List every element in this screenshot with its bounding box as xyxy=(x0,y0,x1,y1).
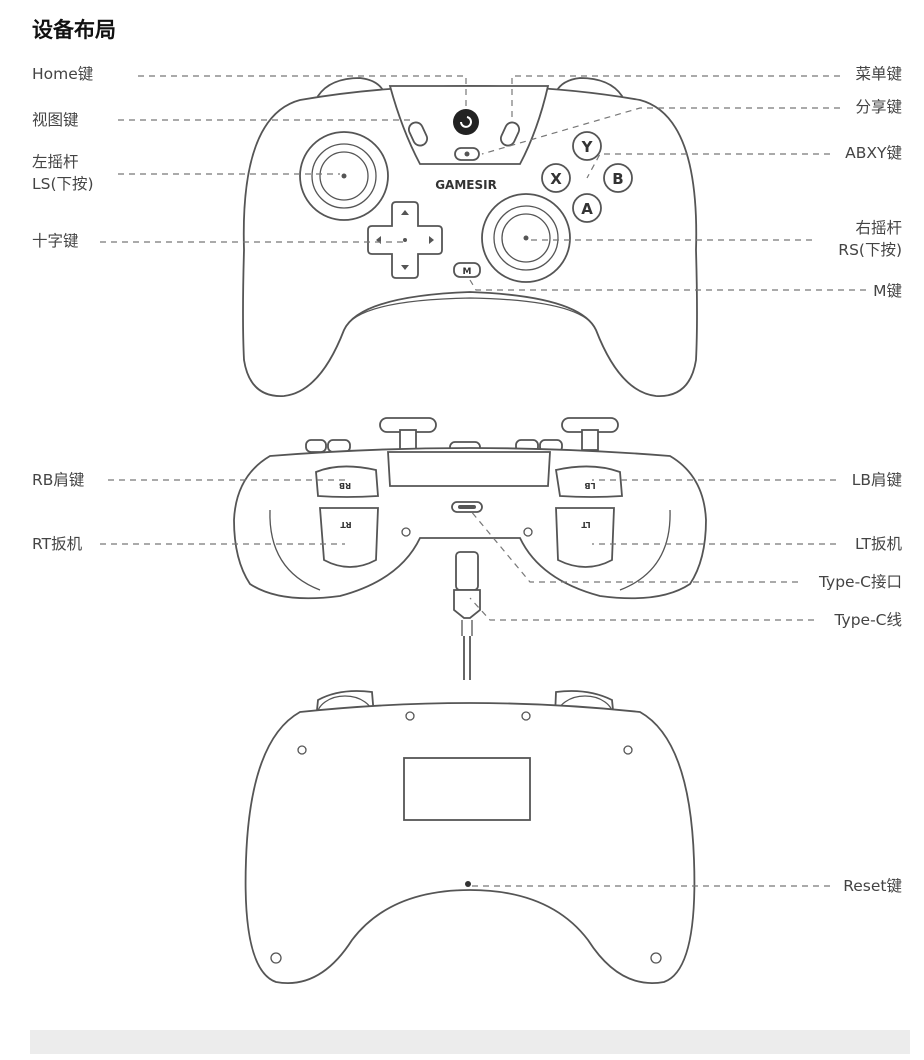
lt-trigger xyxy=(555,507,615,568)
rt-trigger xyxy=(319,507,379,568)
controller-body-back xyxy=(244,702,696,984)
label-right-stick-line1: 右摇杆 xyxy=(855,219,902,237)
label-m-button: M键 xyxy=(873,282,902,300)
page-title: 设备布局 xyxy=(32,18,116,42)
controller-top-view: RB LB RT LT xyxy=(233,417,707,680)
label-rb-button: RB肩键 xyxy=(32,471,85,489)
typec-connector xyxy=(455,551,479,591)
label-rt-trigger: RT扳机 xyxy=(32,535,83,553)
label-left-stick-line1: 左摇杆 xyxy=(32,153,79,171)
m-button xyxy=(453,262,481,278)
controller-front-view: GAMESIR M Y X B A xyxy=(242,77,698,397)
reset-button xyxy=(465,881,471,887)
label-left-stick-line2: LS(下按) xyxy=(32,175,94,193)
label-panel xyxy=(403,757,531,821)
label-reset-button: Reset键 xyxy=(843,877,902,895)
x-button-label: X xyxy=(550,170,562,188)
left-stick-center xyxy=(341,173,347,179)
view-button xyxy=(407,121,429,147)
controller-back-view xyxy=(244,690,696,984)
label-share-button: 分享键 xyxy=(855,98,902,116)
menu-button xyxy=(499,121,521,147)
lt-trigger-label: LT xyxy=(581,520,591,529)
rb-button xyxy=(315,465,379,498)
label-abxy-buttons: ABXY键 xyxy=(845,144,902,162)
label-dpad: 十字键 xyxy=(32,232,79,250)
rt-trigger-label: RT xyxy=(340,520,352,529)
label-typec-port: Type-C接口 xyxy=(818,573,902,591)
lb-button xyxy=(554,465,623,498)
typec-cable xyxy=(463,636,471,680)
bottom-bar xyxy=(30,1030,910,1054)
y-button xyxy=(572,131,602,161)
leader-lines xyxy=(100,75,866,887)
label-right-stick-line2: RS(下按) xyxy=(838,241,902,259)
b-button-label: B xyxy=(612,170,623,188)
rb-button-label: RB xyxy=(339,481,351,490)
a-button-label: A xyxy=(581,200,593,218)
label-lt-trigger: LT扳机 xyxy=(855,535,902,553)
home-button xyxy=(453,109,479,135)
b-button xyxy=(603,163,633,193)
lb-button-label: LB xyxy=(584,481,595,490)
label-menu-button: 菜单键 xyxy=(855,65,902,83)
x-button xyxy=(541,163,571,193)
label-typec-cable: Type-C线 xyxy=(834,611,902,629)
a-button xyxy=(572,193,602,223)
y-button-label: Y xyxy=(581,138,594,156)
left-stick-ring xyxy=(299,131,389,221)
label-home-button: Home键 xyxy=(32,65,94,83)
controller-body-front xyxy=(242,85,698,397)
m-button-label: M xyxy=(463,267,472,277)
brand-logo-text: GAMESIR xyxy=(435,178,497,192)
right-stick-ring xyxy=(481,193,571,283)
label-lb-button: LB肩键 xyxy=(851,471,902,489)
label-view-button: 视图键 xyxy=(32,111,79,129)
